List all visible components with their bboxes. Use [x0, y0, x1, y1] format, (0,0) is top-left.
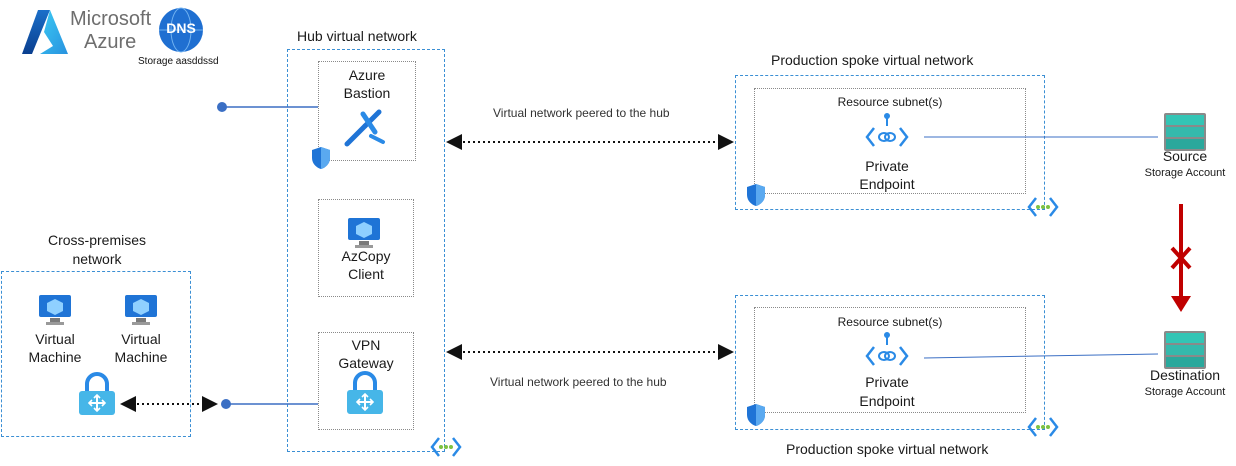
- source-name: Source: [1162, 148, 1208, 164]
- private-endpoint-icon-top: [865, 113, 909, 147]
- shield-icon-spoke-bottom: [747, 404, 765, 426]
- vnet-icon-hub: [430, 437, 462, 457]
- brand-line1: Microsoft: [70, 8, 152, 30]
- vnet-icon-spoke-bottom: [1027, 417, 1059, 437]
- spoke-top-vnet-box: [735, 75, 1045, 210]
- destination-storage-icon: [1164, 331, 1206, 369]
- bastion-label-1: Azure: [348, 67, 386, 83]
- vpn-lock-icon: [347, 371, 383, 414]
- spoke-bottom-vnet-box: [735, 295, 1045, 430]
- hub-title: Hub virtual network: [297, 28, 417, 44]
- hub-vnet-box: [287, 49, 445, 452]
- bastion-box: [318, 61, 416, 161]
- vpn-label-2: Gateway: [338, 355, 394, 371]
- brand-line2: Azure: [84, 31, 137, 53]
- bastion-icon: [344, 109, 385, 147]
- source-storage-icon: [1164, 113, 1206, 151]
- cross-title-2: network: [72, 251, 122, 267]
- vm2-label-2: Machine: [114, 349, 168, 365]
- vpn-gateway-box: [318, 332, 414, 430]
- spoke-top-subnet-label: Resource subnet(s): [837, 95, 943, 109]
- source-type: Storage Account: [1144, 167, 1226, 179]
- vnet-icon-spoke-top: [1027, 197, 1059, 217]
- blocked-transfer-arrow: [1170, 204, 1192, 312]
- onprem-vpn-lock-icon: [79, 372, 115, 415]
- azcopy-vm-icon: [348, 218, 380, 248]
- peering-label-bottom: Virtual network peered to the hub: [490, 375, 667, 389]
- shield-icon-spoke-top: [747, 184, 765, 206]
- cross-title-1: Cross-premises: [47, 232, 146, 248]
- destination-name: Destination: [1149, 367, 1221, 383]
- vm2-label-1: Virtual: [121, 331, 161, 347]
- peering-label-top: Virtual network peered to the hub: [493, 106, 670, 120]
- pe-top-label-2: Endpoint: [859, 176, 915, 192]
- vpn-label-1: VPN: [351, 337, 381, 353]
- azure-logo-icon: [22, 10, 68, 54]
- vm-icon-1: [39, 295, 71, 325]
- spoke-top-subnet-box: [754, 88, 1026, 194]
- vm1-label-1: Virtual: [35, 331, 75, 347]
- azcopy-label-2: Client: [348, 266, 384, 282]
- cross-premises-box: [1, 271, 191, 437]
- private-endpoint-icon-bottom: [865, 332, 909, 366]
- bastion-label-2: Bastion: [343, 85, 391, 101]
- vm1-label-2: Machine: [28, 349, 82, 365]
- azcopy-label-1: AzCopy: [341, 248, 391, 264]
- spoke-bottom-subnet-label: Resource subnet(s): [837, 315, 943, 329]
- vm-icon-2: [125, 295, 157, 325]
- azcopy-box: [318, 199, 414, 297]
- dns-globe-icon: [159, 7, 203, 53]
- spoke-bottom-title: Production spoke virtual network: [786, 441, 989, 457]
- spoke-bottom-subnet-box: [754, 307, 1026, 413]
- pe-bottom-label-2: Endpoint: [859, 393, 915, 409]
- dns-caption: Storage aasddssd: [138, 56, 219, 67]
- destination-type: Storage Account: [1144, 386, 1226, 398]
- pe-top-label-1: Private: [865, 158, 909, 174]
- shield-icon: [312, 147, 330, 169]
- dns-badge-label: DNS: [166, 20, 196, 36]
- spoke-top-title: Production spoke virtual network: [771, 52, 974, 68]
- pe-bottom-label-1: Private: [865, 374, 909, 390]
